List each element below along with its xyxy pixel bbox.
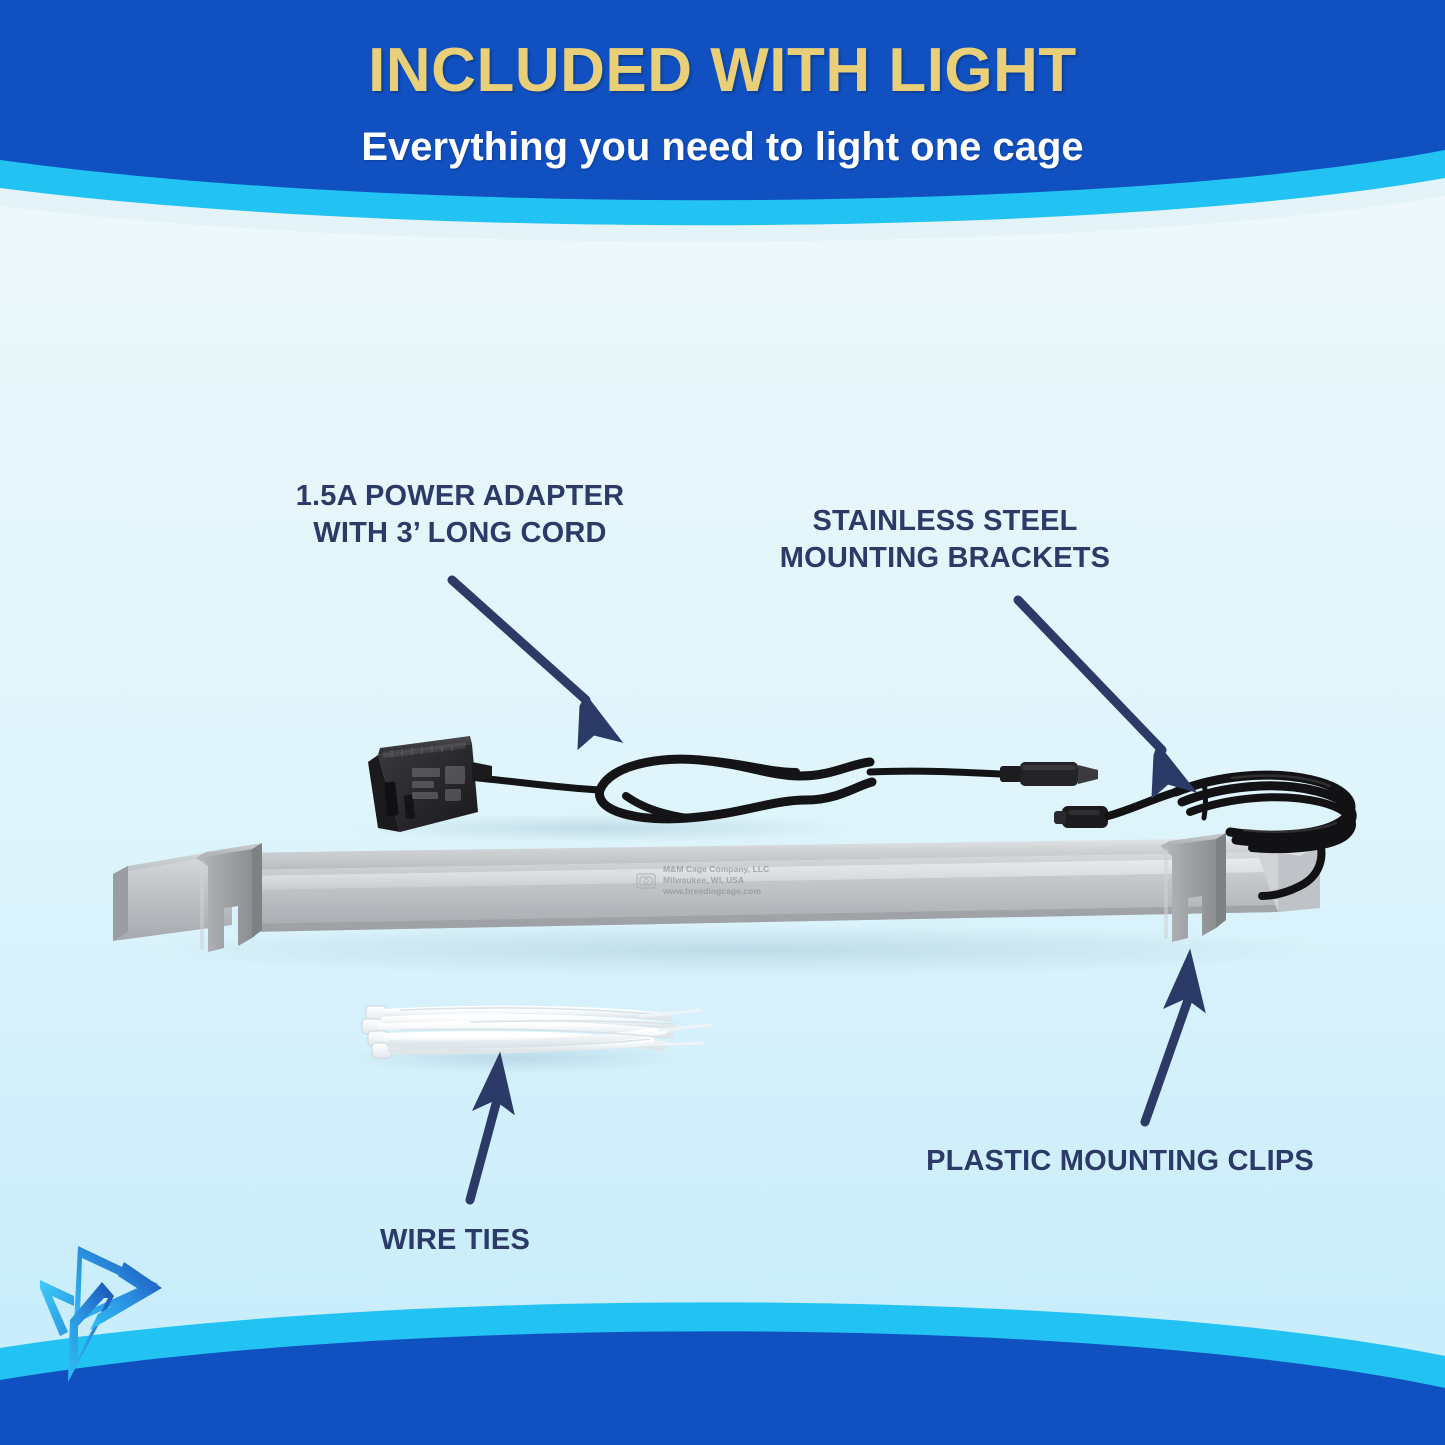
page-title: INCLUDED WITH LIGHT [368,36,1077,105]
cage-company-logo-icon [636,873,656,889]
dc-cable-loop-2 [1177,781,1357,847]
brand-line-3: www.breedingcage.com [663,886,761,897]
dc-cable-connector [1054,806,1108,828]
brand-logo [40,1246,162,1382]
mounting-clip-left [196,843,262,952]
adapter-prong-2 [403,794,416,820]
adapter-cable-right [866,767,1004,778]
page-subtitle: Everything you need to light one cage [361,125,1084,170]
mounting-clip-left-side [252,843,262,938]
wire-tie-heads [361,1005,393,1059]
mounting-clip-left-highlight [200,861,204,950]
mounting-clip-right-body [1160,839,1216,942]
callout-power-adapter: 1.5A POWER ADAPTER WITH 3’ LONG CORD [295,480,625,550]
dc-cable-tie [1201,779,1208,821]
callout-wire-ties: WIRE TIES [379,1224,531,1256]
barrel-plug-collar [1000,766,1022,782]
adapter-vent-ribs [391,745,453,757]
dc-cable-highlights [1230,774,1338,834]
light-bar-top-face [232,838,1278,870]
power-adapter-graphic [368,736,1098,832]
mounting-clip-left-top [196,843,262,858]
logo-spear [68,1282,114,1382]
mounting-clip-left-body [196,849,252,952]
adapter-brick-front [378,744,478,832]
callout-mounting-brackets: STAINLESS STEEL MOUNTING BRACKETS [779,505,1111,575]
light-bar-right-cap-front [1278,846,1320,912]
light-bar-lower-bevel [246,905,1278,932]
adapter-gloss [382,742,466,758]
adapter-cable-left [474,774,604,794]
adapter-cable-coil-mid [696,756,800,776]
dc-cable-tail [1258,834,1326,900]
mounting-clip-right-side [1216,833,1226,928]
wire-tie-strand-details [399,1007,677,1049]
wire-ties-graphic [361,1005,712,1059]
wire-tie-straps [377,1005,676,1055]
wire-tie-tips [638,1008,712,1046]
adapter-prong-1 [384,781,399,817]
dc-cable-graphic [1054,770,1357,900]
barrel-plug-tip [1078,765,1098,784]
dc-cable-lead [1104,788,1180,820]
header-text-block: INCLUDED WITH LIGHT Everything you need … [0,0,1445,230]
light-bar-shadow [140,924,1340,976]
mounting-clip-right [1160,833,1226,942]
brand-line-2: Milwaukee, WI, USA [663,875,745,886]
light-bar-left-cap-side [113,866,128,941]
logo-left-wing [40,1280,74,1336]
light-bar-lens-strip [250,858,1274,890]
adapter-shadow [350,814,850,842]
callout-plastic-clips: PLASTIC MOUNTING CLIPS [926,1145,1314,1177]
mounting-clip-right-top [1160,833,1226,846]
adapter-cable-coil-inner [622,792,692,822]
brand-line-1: M&M Cage Company, LLC [663,864,770,874]
dc-cable-loop-3 [1186,793,1356,854]
mounting-clip-right-highlight [1164,849,1168,940]
adapter-cable-coil-lower [595,777,877,824]
adapter-label-marks [412,766,465,801]
barrel-plug-highlight [1022,765,1076,770]
adapter-strain-relief [472,762,492,782]
light-bar-graphic [113,833,1320,952]
